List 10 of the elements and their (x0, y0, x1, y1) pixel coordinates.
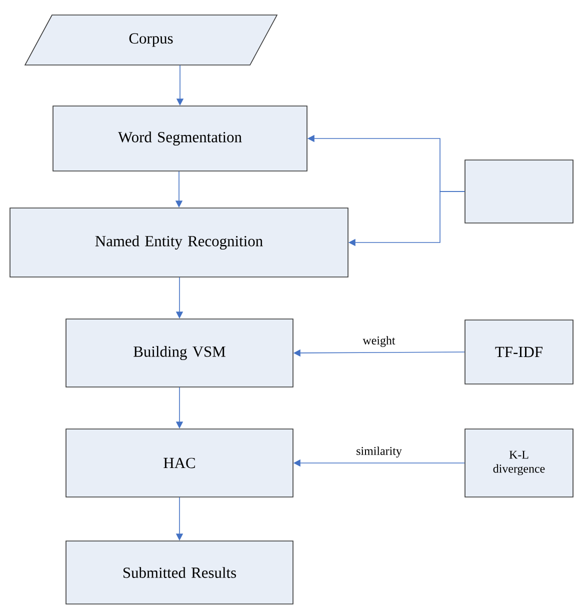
process-box: TF-IDF (464, 320, 574, 384)
process-box: HAC (66, 428, 294, 498)
edge-label: similarity (356, 446, 402, 458)
process-box (464, 160, 574, 224)
process-box: Word Segmentation (52, 106, 308, 172)
process-box: K-L divergence (464, 428, 574, 498)
process-box: Building VSM (66, 318, 294, 388)
edge-label: weight (362, 336, 396, 347)
process-box: Submitted Results (66, 540, 294, 604)
process-box: Named Entity Recognition (10, 208, 348, 278)
